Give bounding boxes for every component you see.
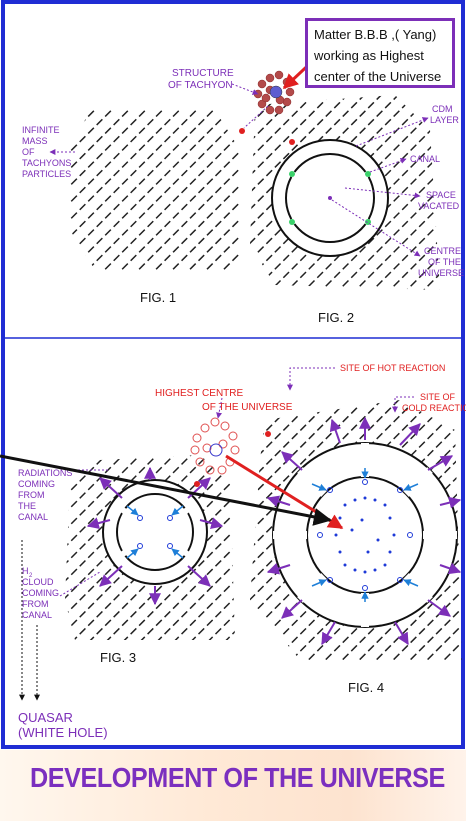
svg-text:CLOUD: CLOUD <box>22 577 54 587</box>
svg-text:H: H <box>22 566 29 576</box>
fig3-h2-label: H 2 CLOUD COMING FROM CANAL <box>22 566 59 620</box>
svg-text:OF: OF <box>22 147 35 157</box>
black-pointer-arrow <box>0 454 332 526</box>
svg-text:UNIVERSE: UNIVERSE <box>418 268 464 278</box>
svg-text:CENTRE: CENTRE <box>424 246 461 256</box>
fig4-radiation-arrows <box>266 416 462 646</box>
highest-pointer <box>216 397 223 419</box>
svg-text:OF TACHYON: OF TACHYON <box>168 80 233 91</box>
svg-text:HIGHEST CENTRE: HIGHEST CENTRE <box>155 388 243 399</box>
fig4-highest-label: HIGHEST CENTRE OF THE UNIVERSE <box>155 388 293 413</box>
fig3-inner-arrows <box>126 505 184 559</box>
fig2-cdm-label: CDM LAYER <box>430 104 459 125</box>
callout-line-3: center of the Universe <box>314 69 442 84</box>
svg-text:COMING: COMING <box>22 588 59 598</box>
svg-text:COLD REACTION: COLD REACTION <box>402 403 466 413</box>
tachyon-link <box>243 105 269 129</box>
svg-text:2: 2 <box>29 573 33 579</box>
centre-arrow <box>331 199 421 257</box>
fig2-space-label: SPACE VACATED <box>418 190 460 211</box>
svg-text:LAYER: LAYER <box>430 115 459 125</box>
fig1-caption: FIG. 1 <box>140 290 176 305</box>
structure-arrow <box>231 83 259 95</box>
svg-text:TACHYONS: TACHYONS <box>22 158 71 168</box>
fig4-caption: FIG. 4 <box>348 680 384 695</box>
svg-text:FROM: FROM <box>18 490 45 500</box>
highest-dot-2 <box>265 431 271 437</box>
svg-text:OF THE: OF THE <box>428 257 461 267</box>
svg-text:STRUCTURE: STRUCTURE <box>172 68 234 79</box>
cold-pointer <box>392 396 414 413</box>
svg-text:CANAL: CANAL <box>18 512 48 522</box>
quasar-label: QUASAR <box>18 710 73 725</box>
svg-text:CANAL: CANAL <box>22 610 52 620</box>
svg-text:SITE OF: SITE OF <box>420 392 456 402</box>
svg-text:PARTICLES: PARTICLES <box>22 169 71 179</box>
callout-line-2: working as Highest <box>314 48 424 63</box>
fig1-hatched-region <box>70 110 240 270</box>
fig3-caption: FIG. 3 <box>100 650 136 665</box>
svg-text:VACATED: VACATED <box>418 201 460 211</box>
yang-callout-box: Matter B.B.B ,( Yang) working as Highest… <box>305 18 455 88</box>
hot-pointer <box>287 367 335 391</box>
tachyon-dot <box>239 128 245 134</box>
title-banner <box>0 750 466 821</box>
svg-text:INFINITE: INFINITE <box>22 125 60 135</box>
fig2-canal-label: CANAL <box>410 154 440 164</box>
cdm-arrow <box>355 117 429 147</box>
page-title: DEVELOPMENT OF THE UNIVERSE <box>30 762 445 793</box>
svg-text:CDM: CDM <box>432 104 453 114</box>
fig4-cold-label: SITE OF COLD REACTION <box>402 392 466 413</box>
fig3-radiations-label: RADIATIONS COMING FROM THE CANAL <box>18 468 72 522</box>
fig4-inner-arrows <box>311 468 419 602</box>
svg-text:SPACE: SPACE <box>426 190 456 200</box>
svg-text:FROM: FROM <box>22 599 49 609</box>
svg-text:MASS: MASS <box>22 136 48 146</box>
fig2-centre-label: CENTRE OF THE UNIVERSE <box>418 246 464 278</box>
fig4-hot-label: SITE OF HOT REACTION <box>340 363 445 373</box>
svg-text:COMING: COMING <box>18 479 55 489</box>
fig1-infinite-label: INFINITE MASS OF TACHYONS PARTICLES <box>22 125 71 179</box>
highest-centre-cluster <box>190 417 240 475</box>
space-arrow <box>344 187 421 199</box>
fig2-ring <box>271 139 389 257</box>
highest-dot <box>194 481 200 487</box>
fig2-caption: FIG. 2 <box>318 310 354 325</box>
svg-text:RADIATIONS: RADIATIONS <box>18 468 72 478</box>
svg-text:OF THE UNIVERSE: OF THE UNIVERSE <box>202 402 293 413</box>
fig2-structure-label: STRUCTURE OF TACHYON <box>168 68 234 91</box>
svg-text:THE: THE <box>18 501 36 511</box>
white-hole-label: (WHITE HOLE) <box>18 725 108 740</box>
tachyon-dot-2 <box>289 139 295 145</box>
callout-line-1: Matter B.B.B ,( Yang) <box>314 27 437 42</box>
frame-border <box>1 0 465 749</box>
